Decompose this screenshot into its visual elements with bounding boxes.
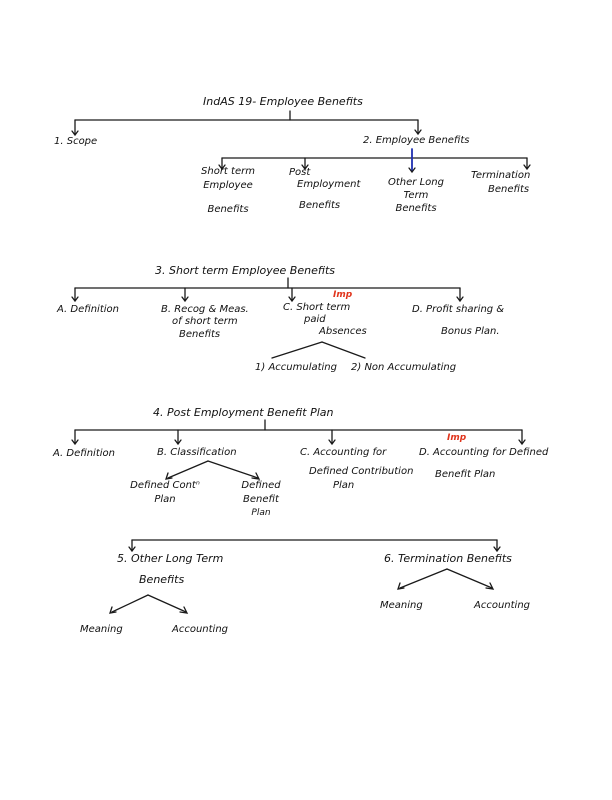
pe-accounting-db-imp-mark: Imp [447, 433, 467, 443]
st-profit-sharing-line2: Bonus Plan. [441, 326, 500, 337]
pe-classification-node: B. Classification [157, 447, 237, 458]
termination-type-line2: Benefits [488, 184, 530, 195]
employee-benefits-arrow [414, 129, 422, 136]
pe-accounting-db-line2: Benefit Plan [435, 469, 496, 480]
termination-title: 6. Termination Benefits [384, 552, 512, 565]
st-definition-node: A. Definition [57, 304, 119, 315]
root-title: IndAS 19- Employee Benefits [203, 95, 363, 108]
term-left-branch [399, 568, 448, 589]
pe-accounting-db-line1: D. Accounting for Defined [419, 447, 549, 458]
short-term-type-line1: Short term [201, 166, 255, 177]
post-employment-type-line3: Benefits [299, 200, 341, 211]
other-long-term-type-line1: Other Long [388, 177, 444, 188]
classification-left-branch [167, 460, 209, 479]
st-recog-line3: Benefits [179, 329, 221, 340]
post-employment-type-line1: Post [289, 167, 311, 178]
employee-benefits-node: 2. Employee Benefits [363, 135, 470, 146]
defined-benefit-line1: Defined [241, 480, 281, 491]
pe-definition-node: A. Definition [53, 448, 115, 459]
termination-type-line1: Termination [471, 170, 531, 181]
st-paid-absences-line1: C. Short term [283, 302, 351, 313]
accumulating-node: 1) Accumulating [255, 362, 337, 373]
pe-accounting-dc-line1: C. Accounting for [300, 447, 387, 458]
defined-contribution-line1: Defined Contⁿ [130, 480, 200, 491]
classification-right-branch [207, 460, 259, 479]
term-accounting-node: Accounting [474, 600, 531, 611]
olt-right-branch [147, 594, 187, 613]
non-accumulating-node: 2) Non Accumulating [351, 362, 457, 373]
short-term-type-line2: Employee [203, 180, 253, 191]
st-recog-line1: B. Recog & Meas. [161, 304, 249, 315]
st-recog-line2: of short term [172, 316, 238, 327]
st-paid-absences-imp-mark: Imp [333, 290, 353, 300]
olt-meaning-node: Meaning [80, 624, 123, 635]
other-long-term-title-line1: 5. Other Long Term [117, 552, 224, 565]
post-employment-type-line2: Employment [297, 179, 361, 190]
st-profit-sharing-line1: D. Profit sharing & [412, 304, 505, 315]
short-term-type-line3: Benefits [207, 204, 249, 215]
absences-right-branch [321, 341, 366, 359]
defined-benefit-line2: Benefit [243, 494, 279, 505]
pe-accounting-dc-line2: Defined Contribution [309, 466, 414, 477]
post-employment-title: 4. Post Employment Benefit Plan [153, 406, 334, 419]
defined-benefit-line3: Plan [251, 508, 271, 518]
olt-left-branch [111, 594, 149, 613]
term-right-branch [446, 568, 493, 589]
st-paid-absences-line2: paid [304, 314, 326, 325]
absences-left-branch [271, 341, 323, 359]
other-long-term-type-line2: Term [403, 190, 429, 201]
other-long-term-title-line2: Benefits [139, 573, 185, 586]
term-meaning-node: Meaning [380, 600, 423, 611]
other-long-term-type-line3: Benefits [395, 203, 437, 214]
short-term-title: 3. Short term Employee Benefits [155, 264, 336, 277]
defined-contribution-line2: Plan [154, 494, 176, 505]
st-paid-absences-line3: Absences [319, 326, 367, 337]
scope-arrow [71, 130, 79, 137]
olt-accounting-node: Accounting [172, 624, 229, 635]
pe-accounting-dc-line3: Plan [333, 480, 355, 491]
scope-node: 1. Scope [54, 136, 98, 147]
